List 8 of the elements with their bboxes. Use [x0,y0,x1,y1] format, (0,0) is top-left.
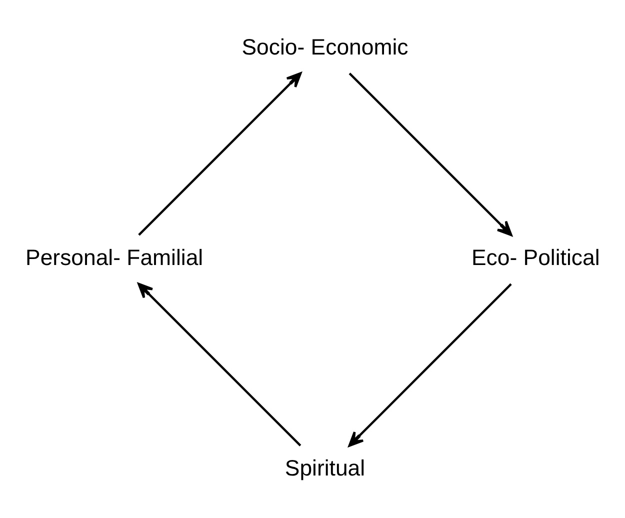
node-text: Spiritual [284,455,366,480]
node-text: Personal- Familial [26,244,204,270]
node-text: Eco- Political [472,244,600,270]
arrow [138,72,302,236]
node-text: Socio- Economic [242,34,408,59]
arrow [348,282,512,446]
arrow [348,72,512,236]
arrow [138,282,302,446]
